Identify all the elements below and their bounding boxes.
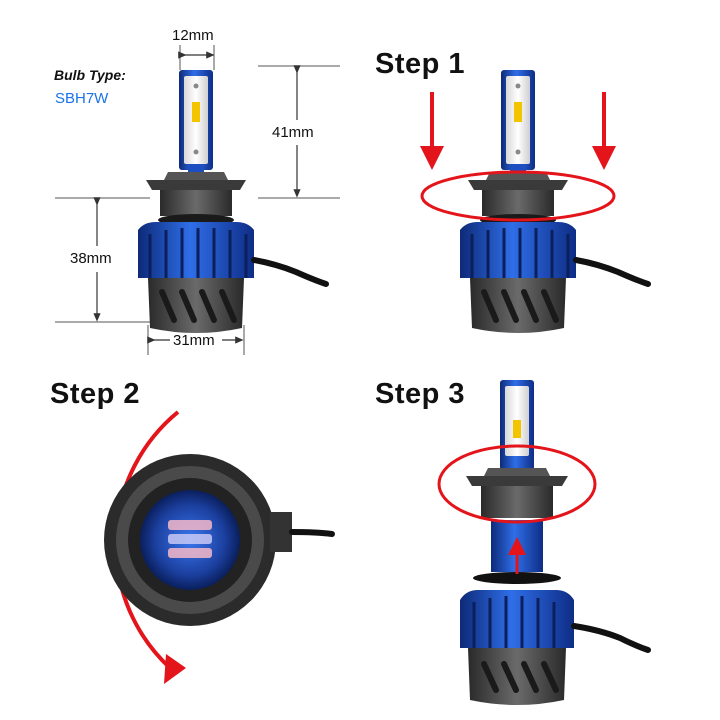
step3-title: Step 3 (375, 378, 466, 410)
dimension-top-height: 41mm (272, 124, 314, 141)
bulb-model: SBH7W (55, 90, 109, 107)
dimension-base-width: 31mm (173, 332, 215, 349)
bulb-dimension-diagram (55, 45, 340, 355)
dimension-base-height: 38mm (70, 250, 112, 267)
step1-diagram (420, 70, 648, 333)
step2-title: Step 2 (50, 378, 141, 410)
dimension-chip-width: 12mm (172, 27, 214, 44)
step1-title: Step 1 (375, 48, 466, 80)
step2-diagram (104, 410, 335, 684)
step3-diagram (437, 380, 651, 705)
bulb-type-label: Bulb Type: (54, 67, 126, 83)
